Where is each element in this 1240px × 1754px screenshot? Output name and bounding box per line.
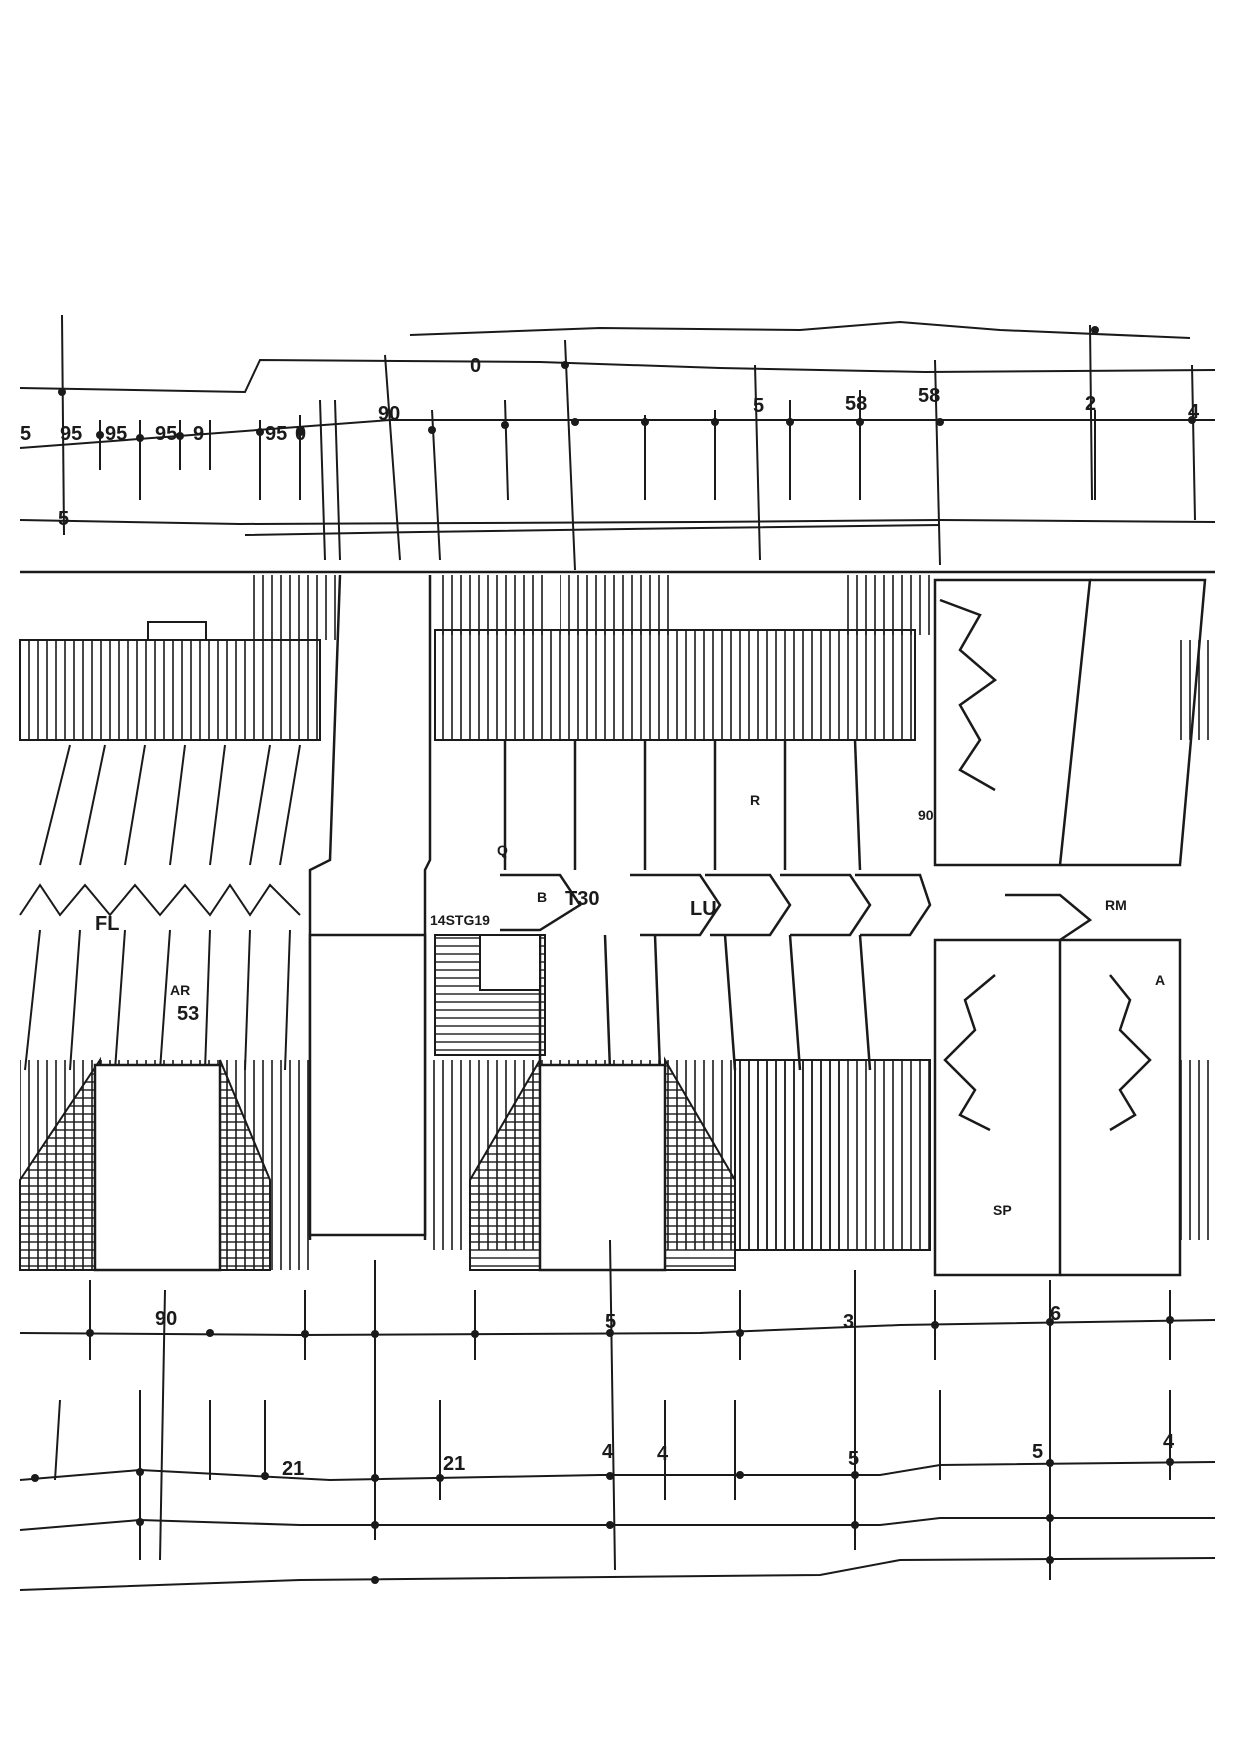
dim-label: 0 [470,355,481,377]
stair-label: 14STG19 [430,912,490,928]
top-dimension-lines [19,320,1216,574]
central-unit-partitions [500,739,932,1071]
dim-label: 4 [602,1441,614,1463]
dim-label: 58 [918,385,940,407]
room-label-53: 53 [177,1003,199,1025]
room-label-ar: AR [170,982,190,998]
dim-label: 2 [1085,393,1096,415]
dim-label: 90 [378,403,400,425]
dim-label: 5 [605,1311,616,1333]
dim-label: 95 [105,423,127,445]
dim-label: 5 [58,508,69,530]
room-labels: FL AR 53 14STG19 T30 LU RM SP 90 B Q A R [95,792,1165,1218]
top-dimension-dots [58,326,1196,442]
dim-label: 95 [265,423,287,445]
room-label-sp: SP [993,1202,1012,1218]
dim-label: 6 [1050,1303,1061,1325]
dim-label: 4 [1163,1431,1175,1453]
room-label-rm: RM [1105,897,1127,913]
bottom-dimension-labels: 90 5 3 6 21 21 4 4 5 5 4 [155,1303,1175,1480]
east-hatched-strip [1178,640,1210,1240]
dim-label-90-side: 90 [918,807,934,823]
north-hatched-band [19,575,930,741]
staircase [434,934,546,1056]
mark-label-r: R [750,792,760,808]
east-block [933,578,1207,1277]
bottom-dimension-ticks [54,1239,1171,1580]
dim-label: 95 [155,423,177,445]
top-dimension-ticks [61,314,1196,571]
dim-label: 3 [843,1311,854,1333]
dim-label: 5 [848,1448,859,1470]
dim-label: 5 [20,423,31,445]
dim-label: 90 [155,1308,177,1330]
dim-label: 95 [60,423,82,445]
room-label-fl: FL [95,913,119,935]
dim-label: 4 [1188,401,1200,423]
dim-label: 21 [443,1453,465,1475]
central-shaft [308,574,432,1240]
room-label-t30: T30 [565,888,599,910]
mark-label-q: Q [497,842,508,858]
mark-label-a: A [1155,972,1165,988]
dim-label: 9 [193,423,204,445]
mark-label-b: B [537,889,547,905]
top-dimension-labels: 5 95 95 95 9 95 0 90 0 5 58 58 2 4 5 [20,355,1200,530]
dim-label: 58 [845,393,867,415]
south-hatched-areas [19,1056,931,1272]
west-unit-partitions [19,744,301,1071]
dim-label: 0 [295,423,306,445]
dim-label: 5 [1032,1441,1043,1463]
dim-label: 4 [657,1443,669,1465]
room-label-lu: LU [690,898,717,920]
bottom-dimension-dots [31,1316,1174,1584]
dim-label: 21 [282,1458,304,1480]
dim-label: 5 [753,395,764,417]
